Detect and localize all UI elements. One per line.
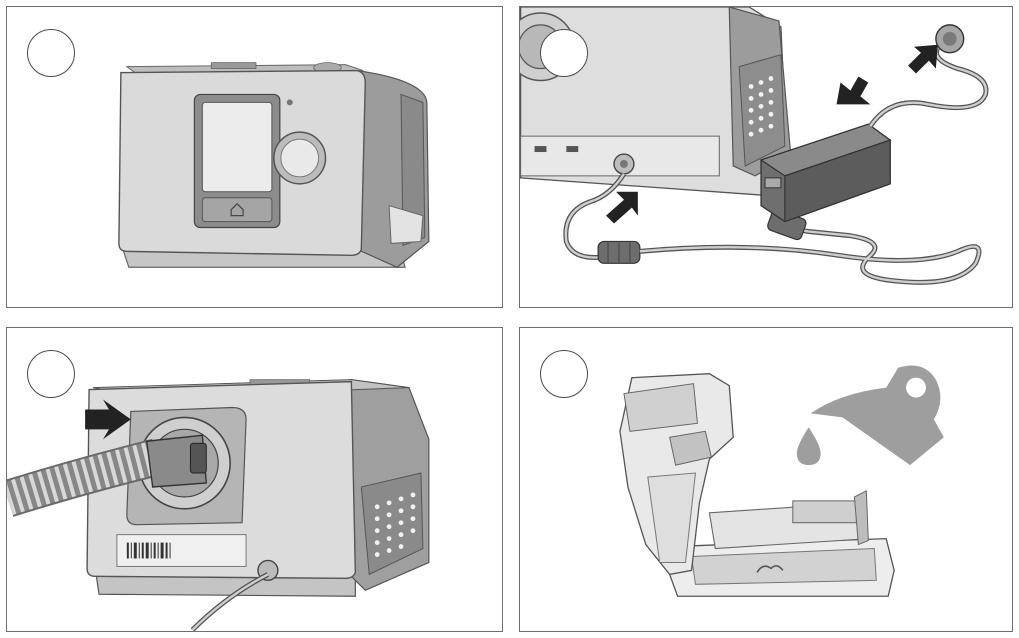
- arrow-icon: [606, 191, 638, 224]
- logo-icon: [756, 565, 784, 573]
- step-number-badge: [27, 29, 75, 77]
- barcode-icon: [126, 542, 171, 559]
- vent-holes-icon: [748, 76, 774, 137]
- step-number-badge: [540, 350, 588, 398]
- power-connection-icon: [520, 7, 989, 285]
- step-number-badge: [27, 350, 75, 398]
- arrow-icon: [85, 399, 131, 440]
- air-tubing-connection-icon: [7, 378, 430, 631]
- arrow-icon: [908, 44, 938, 74]
- step-4-panel: [519, 327, 1013, 632]
- step-1-panel: [6, 6, 503, 308]
- arrow-icon: [836, 76, 871, 105]
- fill-water-tub-icon: [619, 365, 944, 597]
- water-drop-icon: [796, 427, 821, 466]
- step-3-panel: [6, 327, 503, 632]
- water-jug-icon: [810, 365, 944, 466]
- step-number-badge: [540, 29, 588, 77]
- vent-holes-icon: [374, 492, 416, 557]
- step-2-panel: [519, 6, 1013, 308]
- cpap-device-icon: [118, 62, 430, 268]
